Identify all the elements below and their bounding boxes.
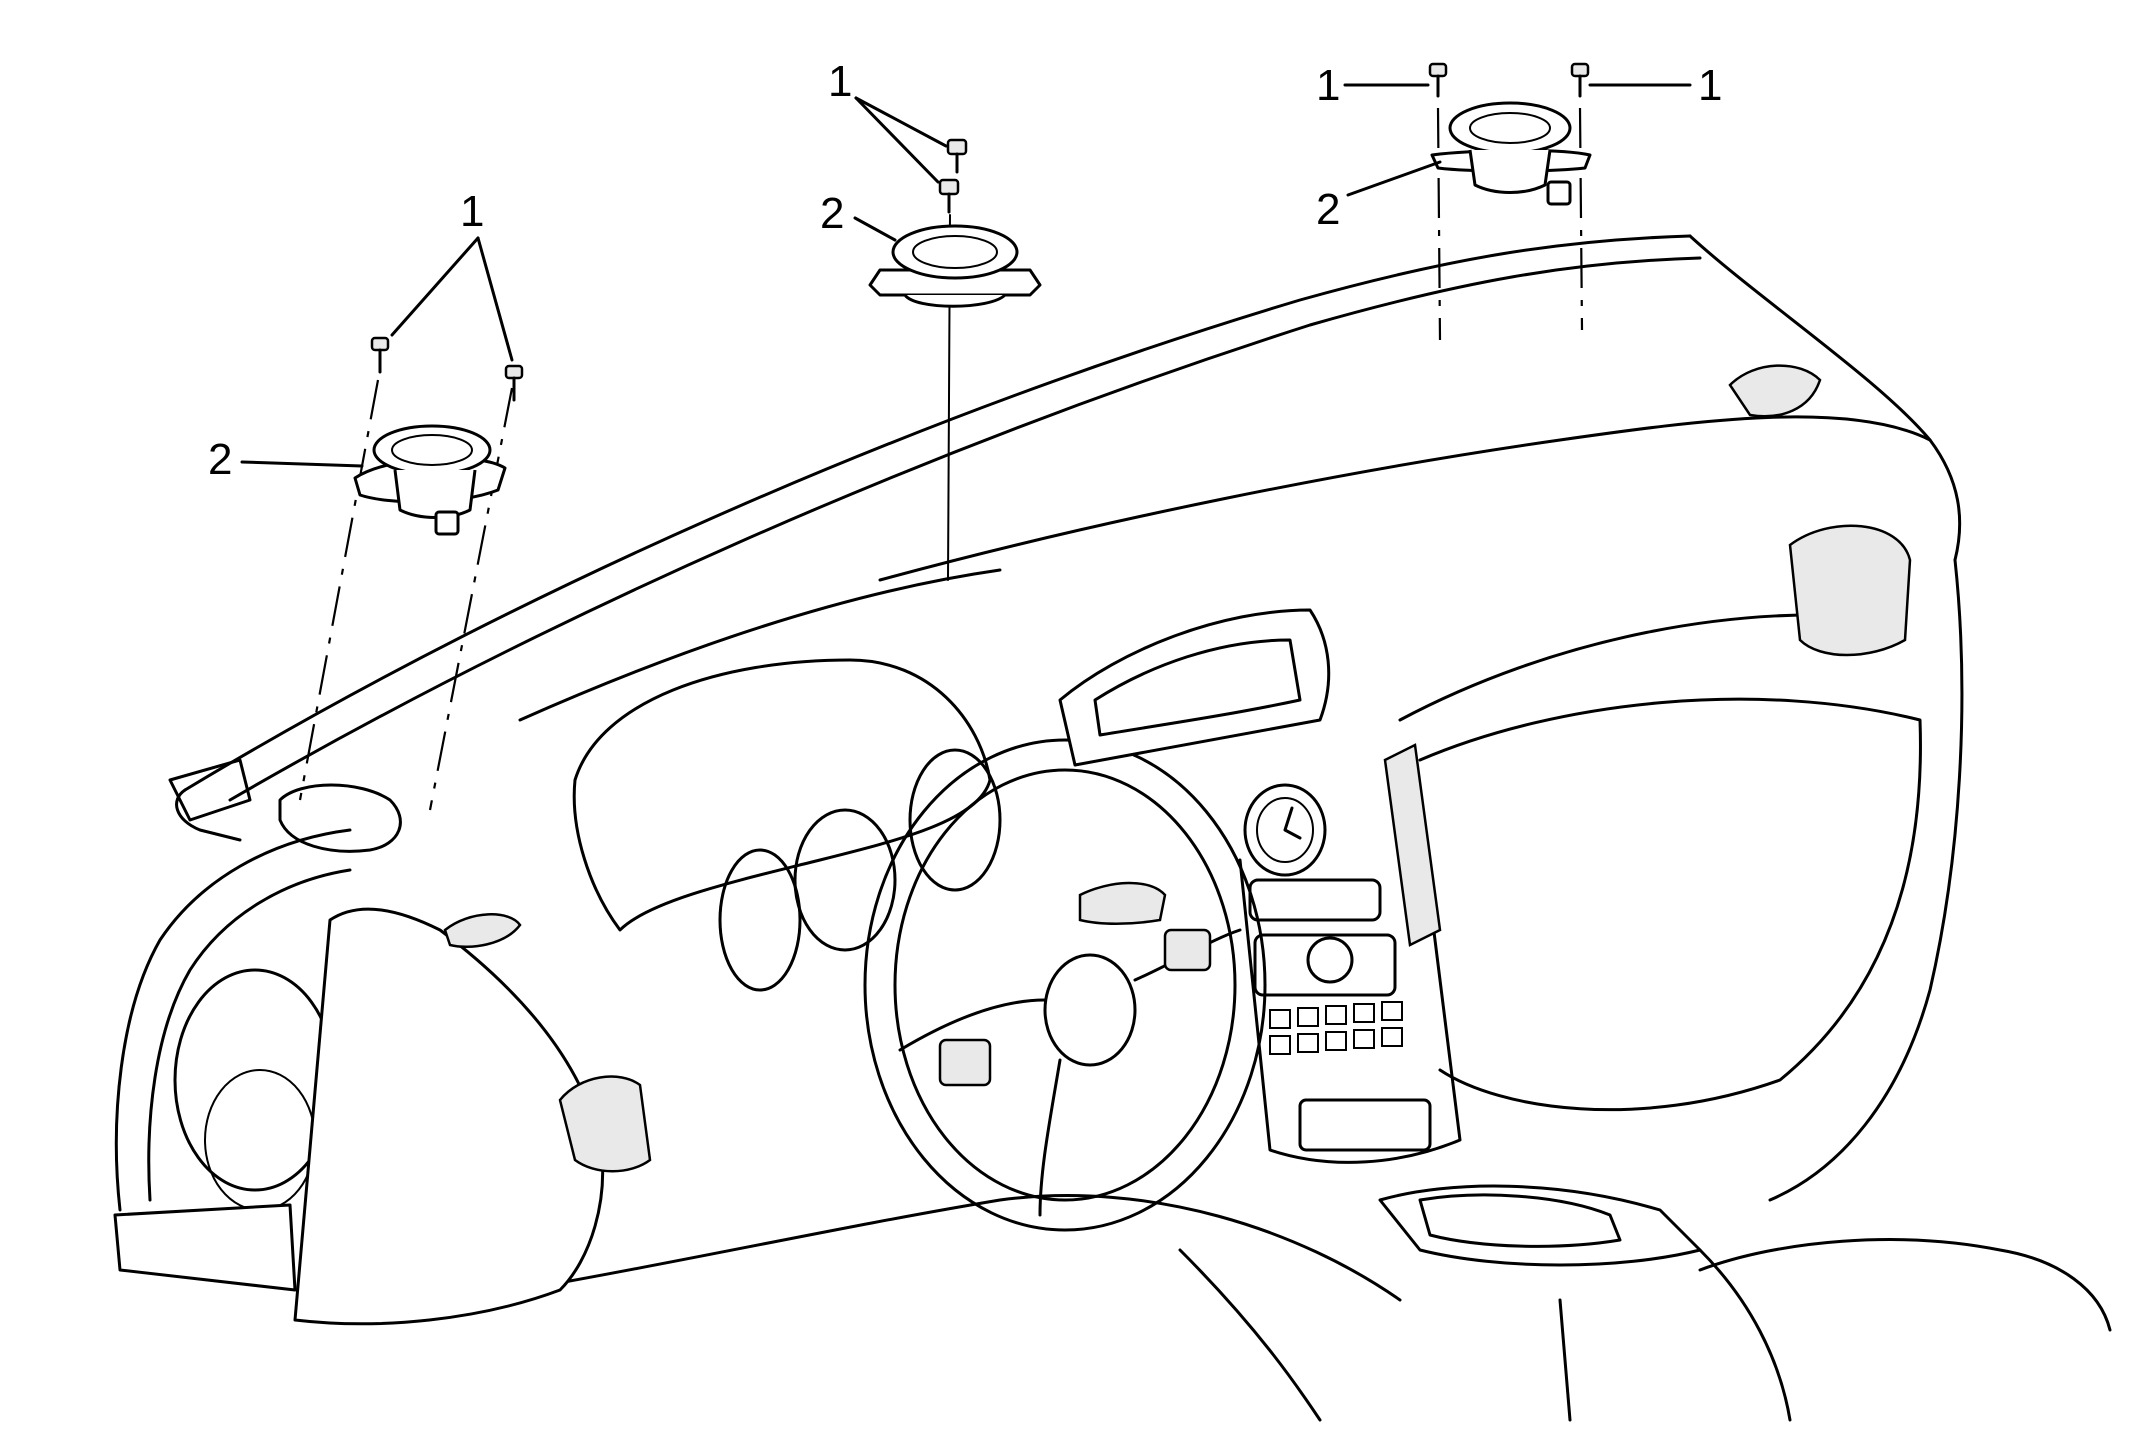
vent-right-side	[1788, 524, 1912, 657]
speaker-left-cone	[391, 434, 473, 466]
center-console	[1378, 1184, 2112, 1422]
driver-end-outer	[114, 828, 352, 1212]
screw-left-a	[370, 336, 390, 374]
callout-fastener-right-a: 1	[1316, 61, 1340, 110]
callout-fastener-left: 1	[460, 187, 484, 236]
gauge-left	[718, 848, 802, 992]
gauge-right	[908, 748, 1002, 892]
driver-end-inner	[147, 868, 352, 1202]
callout-speaker-right: 2	[1316, 185, 1340, 234]
callout-speaker-left: 2	[208, 435, 232, 484]
leader-center-screw-b	[854, 96, 940, 184]
gauge-center	[793, 808, 897, 952]
callout-fastener-center: 1	[828, 57, 852, 106]
panel-top-surface	[878, 415, 1932, 582]
speaker-center-frame	[891, 224, 1019, 280]
radio-panel	[1248, 878, 1382, 922]
steering-spoke-bottom	[1038, 1058, 1062, 1217]
steering-wheel	[863, 738, 1267, 1232]
leader-left-speaker	[240, 460, 364, 468]
clock-hands	[1283, 806, 1302, 840]
speaker-left-guide-a	[298, 379, 380, 801]
leader-center-screw-a	[854, 96, 948, 148]
button-grid	[1269, 1001, 1403, 1055]
panel-front-lip	[518, 568, 1002, 722]
panel-bottom-center	[1178, 1248, 1322, 1422]
screw-left-b	[504, 364, 524, 402]
air-vents	[443, 364, 1912, 1173]
leader-left-screw-b	[476, 236, 514, 362]
speaker-right-connector	[1546, 180, 1572, 206]
panel-right-end	[1688, 234, 1962, 562]
driver-kneebolster-face	[293, 907, 605, 1326]
vent-right-upper	[1728, 364, 1822, 418]
speaker-left-connector	[434, 510, 460, 536]
driver-end-cap	[113, 758, 605, 1326]
steering-switch-left	[938, 1038, 992, 1087]
panel-passenger-lower	[1768, 558, 1964, 1202]
vent-defrost-left	[443, 913, 522, 949]
panel-top-edge-inner	[228, 256, 1702, 802]
callout-speaker-center: 2	[820, 189, 844, 238]
panel-top-edge	[183, 234, 1692, 792]
screw-center-b	[938, 178, 960, 214]
speaker-left-guide-b	[428, 387, 514, 811]
vent-center-right	[1383, 743, 1442, 947]
callouts: 1 2 1 2 1 1 2	[208, 57, 1722, 484]
cluster-brow	[572, 658, 1002, 992]
screw-right-b	[1570, 62, 1590, 98]
steering-hub	[1043, 953, 1137, 1067]
console-side	[1558, 1248, 1792, 1422]
speaker-center-basket	[903, 293, 1007, 308]
speaker-right-basket	[1468, 149, 1552, 194]
cluster-hood	[572, 658, 992, 932]
armrest	[1698, 1238, 2112, 1332]
speaker-right-guide-b	[1578, 107, 1584, 331]
analog-clock	[1243, 783, 1327, 877]
panel-left-end	[175, 788, 242, 842]
instrument-panel	[175, 234, 1964, 1422]
glovebox-outline	[1418, 697, 1922, 1112]
analog-clock-face	[1256, 797, 1314, 863]
steering-rim-outer	[863, 738, 1267, 1232]
speaker-center-flange	[868, 268, 1042, 297]
driver-lower-tray	[113, 1203, 297, 1292]
callout-fastener-right-b: 1	[1698, 61, 1722, 110]
speaker-left-basket	[393, 469, 477, 519]
speaker-left	[240, 236, 524, 811]
hvac-controls	[1253, 933, 1397, 997]
steering-spoke-left	[898, 998, 1047, 1052]
speaker-right-guide-a	[1436, 107, 1442, 341]
display-screen	[1093, 638, 1302, 737]
speaker-right-frame	[1448, 101, 1572, 155]
center-stack-outline	[1238, 818, 1462, 1164]
center-stack	[1058, 608, 1462, 1164]
speaker-right-cone	[1469, 112, 1551, 144]
leader-center-speaker	[853, 216, 897, 242]
screw-center-a	[946, 138, 968, 174]
leader-right-speaker	[1346, 160, 1442, 197]
driver-bracket	[168, 758, 252, 822]
speaker-center-cone	[912, 235, 998, 269]
vent-center-left	[1078, 881, 1167, 925]
vent-driver-side	[558, 1075, 652, 1173]
console-shifter-bezel	[1418, 1193, 1622, 1248]
display-hood	[1058, 608, 1331, 767]
speaker-right	[1343, 62, 1692, 341]
steering-rim-inner	[893, 768, 1237, 1202]
storage-bin	[1298, 1098, 1432, 1152]
driver-speaker-mount	[278, 783, 402, 853]
leader-left-screw-a	[390, 236, 480, 337]
speaker-center	[853, 96, 1042, 581]
screw-right-a	[1428, 62, 1448, 98]
steering-switch-right	[1163, 928, 1212, 972]
control-knob	[1306, 936, 1354, 984]
